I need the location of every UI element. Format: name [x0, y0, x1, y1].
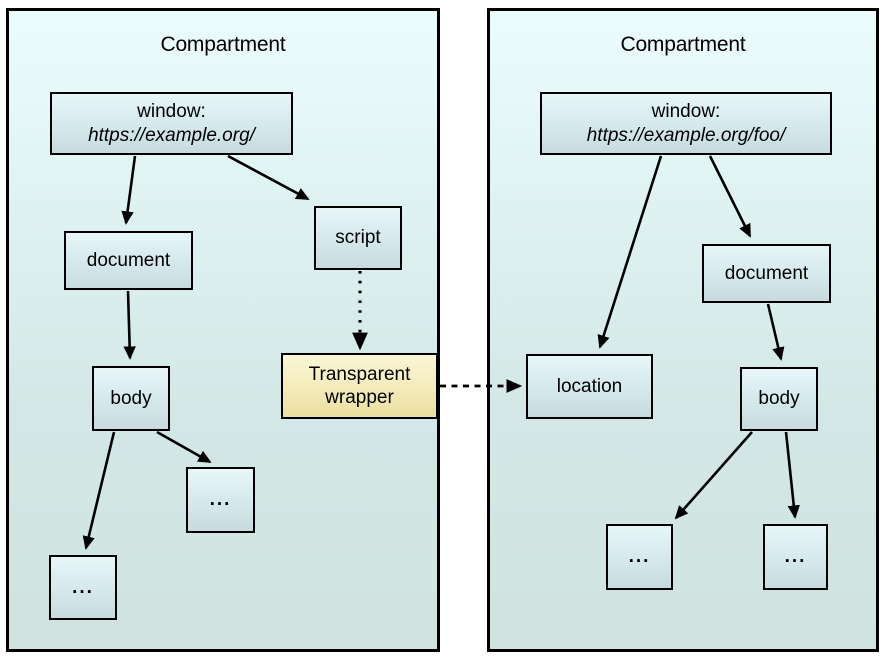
- node-ellipsis-left-upper[interactable]: ...: [186, 467, 255, 533]
- node-window-right-label: window:: [651, 101, 721, 123]
- node-transparent-wrapper-line2: wrapper: [325, 387, 394, 408]
- node-script-label: script: [335, 227, 381, 249]
- node-ellipsis-left-lower-label: ...: [72, 576, 94, 598]
- node-window-right[interactable]: window: https://example.org/foo/: [540, 92, 832, 155]
- node-window-right-url: https://example.org/foo/: [586, 124, 786, 146]
- node-window-left-label: window:: [137, 101, 206, 123]
- node-window-left-url: https://example.org/: [88, 124, 255, 146]
- node-document-left-label: document: [86, 249, 171, 271]
- node-location[interactable]: location: [526, 354, 653, 419]
- node-ellipsis-right-right[interactable]: ...: [763, 524, 828, 590]
- compartment-right-title: Compartment: [620, 33, 746, 56]
- node-document-right-label: document: [724, 262, 809, 284]
- node-ellipsis-right-right-label: ...: [784, 546, 807, 568]
- node-body-right-label: body: [758, 388, 800, 410]
- node-body-right[interactable]: body: [740, 367, 818, 431]
- node-ellipsis-right-left-label: ...: [628, 546, 651, 568]
- node-ellipsis-right-left[interactable]: ...: [606, 524, 673, 590]
- node-ellipsis-left-upper-label: ...: [209, 489, 232, 511]
- node-ellipsis-left-lower[interactable]: ...: [49, 555, 117, 620]
- node-body-left[interactable]: body: [92, 366, 170, 431]
- node-location-label: location: [556, 375, 623, 397]
- node-document-right[interactable]: document: [702, 244, 831, 303]
- node-body-left-label: body: [110, 387, 152, 409]
- node-transparent-wrapper[interactable]: Transparent wrapper: [281, 353, 438, 419]
- compartment-left-title: Compartment: [160, 33, 286, 56]
- node-transparent-wrapper-line1: Transparent: [308, 363, 411, 385]
- node-window-left[interactable]: window: https://example.org/: [50, 92, 293, 155]
- node-document-left[interactable]: document: [64, 231, 193, 290]
- node-script[interactable]: script: [314, 206, 402, 270]
